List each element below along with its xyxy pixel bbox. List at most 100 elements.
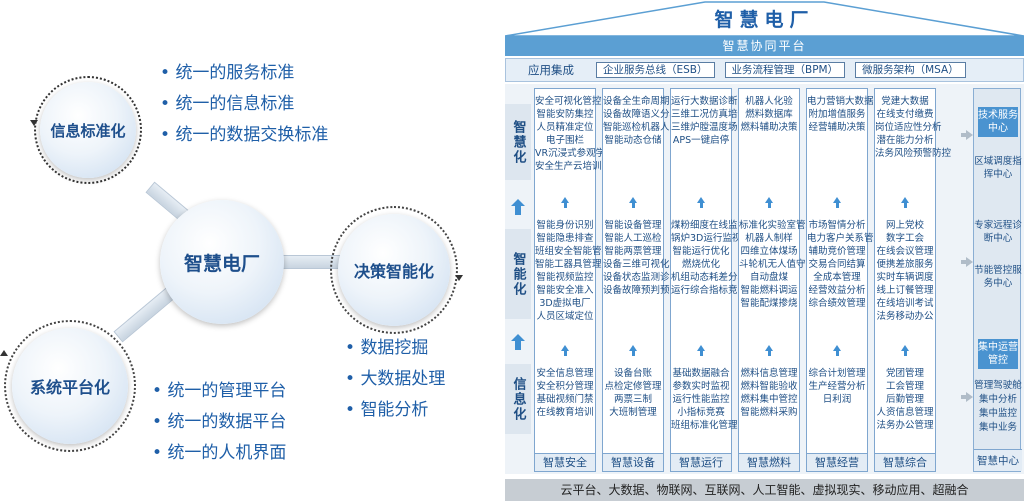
cell-line: 经营辅助决策 [808,122,866,133]
up-arrow-icon [697,197,705,203]
tech-center-title: 技术服务中心 [978,107,1018,137]
column-footer: 智慧综合 [875,453,935,471]
info-bullets: 统一的服务标准 统一的信息标准 统一的数据交换标准 [160,58,328,151]
smart-cell: 机器人化验燃料数据库燃料辅助决策 [739,93,799,134]
cell-line: 班组标准化管理 [671,420,738,431]
digital-cell: 综合计划管理生产经营分析日利润 [807,365,867,406]
cell-line: 智能动态仓储 [604,135,662,146]
cell-line: 设备状态监测诊断 [603,272,680,283]
cell-line: 燃料智能验收 [740,381,798,392]
side-arrow-icon [966,257,973,267]
integration-label: 应用集成 [528,63,574,77]
up-arrow-icon [765,345,773,351]
up-arrow-icon [901,197,909,203]
intelligent-cell: 标准化实验室管理机器人制样四维立体煤场斗轮机无人值守自动盘煤智能燃料调运智能配煤… [739,217,816,310]
cell-line: 两票三制 [613,394,652,405]
cell-line: 电力营销大数据 [807,96,874,107]
up-arrow-stem [632,203,635,208]
up-arrow-stem [700,203,703,208]
cell-line: 三维炉膛温度场监测 [671,122,757,133]
bullet-item: 统一的服务标准 [160,58,328,89]
cell-line: 在线支付缴费 [876,109,934,120]
cell-line: 网上党校 [885,220,924,231]
up-arrow-icon [901,345,909,351]
esb-box: 企业服务总线（ESB） [596,62,715,78]
cell-line: 小指标竞赛 [677,407,725,418]
cell-line: 法务风险预警防控 [875,148,952,159]
cell-line: 实时车辆调度 [876,272,934,283]
cell-line: 数字工会 [885,233,924,244]
up-arrow-icon [561,345,569,351]
bullet-item: 统一的管理平台 [152,376,286,407]
orbit-arrow-icon [30,120,38,126]
integration-band: 应用集成 企业服务总线（ESB） 业务流程管理（BPM） 微服务架构（MSA） [505,58,1024,82]
orbit-arrow-icon [455,275,463,281]
cell-line: 运行大数据诊断 [671,96,738,107]
cell-line: VR沉浸式参观学习 [535,148,615,159]
cell-line: 设备台账 [613,368,652,379]
cell-line: 法务办公管理 [876,420,934,431]
cell-line: 智能巡检机器人平台 [603,122,689,133]
intelligent-cell: 市场智情分析电力客户关系管理辅助竞价管理交易合同结算全成本管理经营效益分析综合绩… [807,217,884,310]
cell-line: 智能隐患排查 [536,233,594,244]
column-footer: 智慧设备 [603,453,663,471]
cell-line: 人资信息管理 [876,407,934,418]
digital-cell: 党团管理工会管理后勤管理人资信息管理法务办公管理 [875,365,935,432]
cell-line: 煤粉细度在线监测 [671,220,748,231]
system-bullets: 统一的管理平台 统一的数据平台 统一的人机界面 [152,376,286,469]
side-item: 集中分析 [978,394,1017,405]
cell-line: 全成本管理 [813,272,861,283]
digital-cell: 基础数据融合参数实时监视运行性能监控小指标竞赛班组标准化管理 [671,365,738,432]
up-arrow-stem [700,351,703,356]
cell-line: 锅炉3D运行监视 [671,233,742,244]
bullet-item: 统一的信息标准 [160,89,328,120]
side-footer: 智慧中心 [974,449,1022,471]
cell-line: 智能设备管理 [604,220,662,231]
cell-line: 电力客户关系管理 [807,233,884,244]
cell-line: 智能人工巡检 [604,233,662,244]
side-item: 集中业务 [978,422,1017,433]
up-arrow-icon [833,197,841,203]
roof-shape [505,1,1024,36]
cell-line: 标准化实验室管理 [739,220,816,231]
cell-line: 安全可视化管控 [535,96,602,107]
up-arrow-stem [768,203,771,208]
cell-line: 大班制管理 [609,407,657,418]
system-node: 系统平台化 [12,328,128,444]
cell-line: 班组安全智能管控 [535,246,612,257]
up-arrow-icon [697,345,705,351]
cell-line: 线上订餐管理 [876,285,934,296]
up-arrow-icon [765,197,773,203]
row-label-smart: 智慧化 [505,104,531,180]
cell-line: 工会管理 [885,381,924,392]
cell-line: 设备故障语义分析 [603,109,680,120]
side-item: 管理驾驶舱 [974,380,1022,391]
cell-line: 人员精准定位 [536,122,594,133]
platform-band: 智慧协同平台 [505,36,1024,56]
column-footer: 智慧燃料 [739,453,799,471]
cell-line: 燃料信息管理 [740,368,798,379]
info-node-label: 信息标准化 [50,121,126,140]
decision-bullets: 数据挖掘 大数据处理 智能分析 [345,333,445,426]
cell-line: 后勤管理 [885,394,924,405]
side-arrow-icon [966,392,973,402]
cell-line: 便携差旅服务 [876,259,934,270]
up-arrow-icon [629,345,637,351]
cell-line: 基础数据融合 [672,368,730,379]
bullet-item: 数据挖掘 [345,333,445,364]
cell-line: 日利润 [822,394,852,405]
cell-line: 经营效益分析 [808,285,866,296]
cell-line: 人员区域定位 [536,311,594,322]
up-arrow-icon [833,345,841,351]
cell-line: 岗位适应性分析 [875,122,942,133]
bullet-item: 统一的人机界面 [152,438,286,469]
cell-line: 安全积分管理 [536,381,594,392]
cell-line: 智能燃料调运 [740,285,798,296]
cell-line: 机组动态耗差分析 [671,272,748,283]
bullet-item: 智能分析 [345,395,445,426]
cell-line: 燃料辅助决策 [740,122,798,133]
cell-line: 安全生产云培训平台 [535,161,621,172]
cell-line: 生产经营分析 [808,381,866,392]
cell-line: 潜在能力分析 [876,135,934,146]
